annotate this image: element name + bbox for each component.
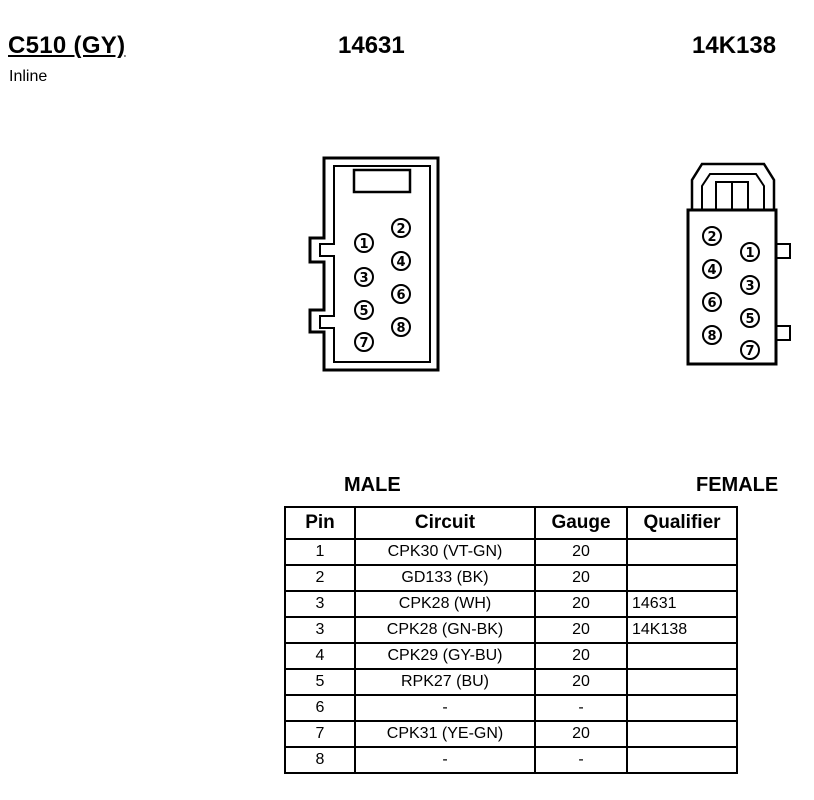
male-pin-4: 4 — [391, 251, 411, 271]
qualifier-cell: 14K138 — [626, 616, 738, 644]
qualifier-cell — [626, 642, 738, 670]
male-pin-label: 1 — [359, 237, 368, 252]
female-pin-2: 2 — [702, 226, 722, 246]
circuit-cell: CPK28 (WH) — [354, 590, 536, 618]
circuit-cell: CPK28 (GN-BK) — [354, 616, 536, 644]
female-pin-label: 3 — [745, 279, 754, 294]
circuit-cell: CPK31 (YE-GN) — [354, 720, 536, 748]
circuit-cell: - — [354, 746, 536, 774]
female-pin-7: 7 — [740, 340, 760, 360]
male-pin-3: 3 — [354, 267, 374, 287]
male-pin-1: 1 — [354, 233, 374, 253]
male-pin-8: 8 — [391, 317, 411, 337]
female-pin-label: 7 — [745, 344, 754, 359]
pin-cell: 5 — [284, 668, 356, 696]
table-row: 7 CPK31 (YE-GN) 20 — [284, 720, 738, 748]
female-pin-cavities: 1 2 3 4 5 6 7 8 — [702, 226, 760, 360]
table-row: 3 CPK28 (GN-BK) 20 14K138 — [284, 616, 738, 644]
gauge-cell: 20 — [534, 538, 628, 566]
table-row: 8 - - — [284, 746, 738, 774]
gauge-cell: - — [534, 746, 628, 774]
qualifier-cell — [626, 668, 738, 696]
header-gauge: Gauge — [534, 506, 628, 540]
gauge-cell: 20 — [534, 616, 628, 644]
male-pin-cavities: 1 2 3 4 5 6 7 8 — [354, 218, 411, 352]
table-row: 2 GD133 (BK) 20 — [284, 564, 738, 592]
female-connector-diagram: 1 2 3 4 5 6 7 8 — [686, 162, 791, 366]
female-pin-label: 1 — [745, 246, 754, 261]
header-pin: Pin — [284, 506, 356, 540]
female-pin-label: 4 — [707, 263, 716, 278]
pin-cell: 4 — [284, 642, 356, 670]
female-pin-label: 6 — [707, 296, 716, 311]
table-row: 5 RPK27 (BU) 20 — [284, 668, 738, 696]
pin-cell: 6 — [284, 694, 356, 722]
male-pin-6: 6 — [391, 284, 411, 304]
female-pin-5: 5 — [740, 308, 760, 328]
male-part-number: 14631 — [338, 32, 405, 59]
qualifier-cell — [626, 694, 738, 722]
header-circuit: Circuit — [354, 506, 536, 540]
female-pin-4: 4 — [702, 259, 722, 279]
circuit-cell: GD133 (BK) — [354, 564, 536, 592]
male-pin-7: 7 — [354, 332, 374, 352]
circuit-cell: CPK29 (GY-BU) — [354, 642, 536, 670]
male-pin-2: 2 — [391, 218, 411, 238]
male-pin-label: 8 — [396, 321, 405, 336]
female-label: FEMALE — [696, 474, 779, 496]
pin-cell: 8 — [284, 746, 356, 774]
gauge-cell: - — [534, 694, 628, 722]
pin-cell: 1 — [284, 538, 356, 566]
pin-cell: 7 — [284, 720, 356, 748]
female-pin-3: 3 — [740, 275, 760, 295]
pinout-table: Pin Circuit Gauge Qualifier 1 CPK30 (VT-… — [284, 506, 738, 774]
qualifier-cell — [626, 746, 738, 774]
male-pin-label: 3 — [359, 271, 368, 286]
female-part-number: 14K138 — [692, 32, 777, 59]
table-row: 3 CPK28 (WH) 20 14631 — [284, 590, 738, 618]
table-header-row: Pin Circuit Gauge Qualifier — [284, 506, 738, 540]
table-row: 6 - - — [284, 694, 738, 722]
female-pin-1: 1 — [740, 242, 760, 262]
female-pin-label: 2 — [707, 230, 716, 245]
gauge-cell: 20 — [534, 642, 628, 670]
circuit-cell: RPK27 (BU) — [354, 668, 536, 696]
male-pin-label: 2 — [396, 222, 405, 237]
male-pin-label: 7 — [359, 336, 368, 351]
female-pin-label: 5 — [745, 312, 754, 327]
qualifier-cell — [626, 538, 738, 566]
pin-cell: 3 — [284, 590, 356, 618]
gauge-cell: 20 — [534, 720, 628, 748]
female-pin-label: 8 — [707, 329, 716, 344]
male-pin-label: 4 — [396, 255, 405, 270]
male-label: MALE — [344, 474, 401, 496]
male-pin-label: 6 — [396, 288, 405, 303]
connector-type: Inline — [9, 68, 48, 85]
pin-cell: 2 — [284, 564, 356, 592]
connector-id: C510 (GY) — [8, 32, 126, 59]
gauge-cell: 20 — [534, 668, 628, 696]
female-pin-8: 8 — [702, 325, 722, 345]
male-pin-label: 5 — [359, 304, 368, 319]
qualifier-cell: 14631 — [626, 590, 738, 618]
circuit-cell: - — [354, 694, 536, 722]
qualifier-cell — [626, 564, 738, 592]
gauge-cell: 20 — [534, 564, 628, 592]
table-row: 4 CPK29 (GY-BU) 20 — [284, 642, 738, 670]
male-connector-diagram: 1 2 3 4 5 6 7 8 — [308, 156, 440, 372]
circuit-cell: CPK30 (VT-GN) — [354, 538, 536, 566]
female-pin-6: 6 — [702, 292, 722, 312]
qualifier-cell — [626, 720, 738, 748]
table-row: 1 CPK30 (VT-GN) 20 — [284, 538, 738, 566]
header-qualifier: Qualifier — [626, 506, 738, 540]
male-pin-5: 5 — [354, 300, 374, 320]
pin-cell: 3 — [284, 616, 356, 644]
gauge-cell: 20 — [534, 590, 628, 618]
